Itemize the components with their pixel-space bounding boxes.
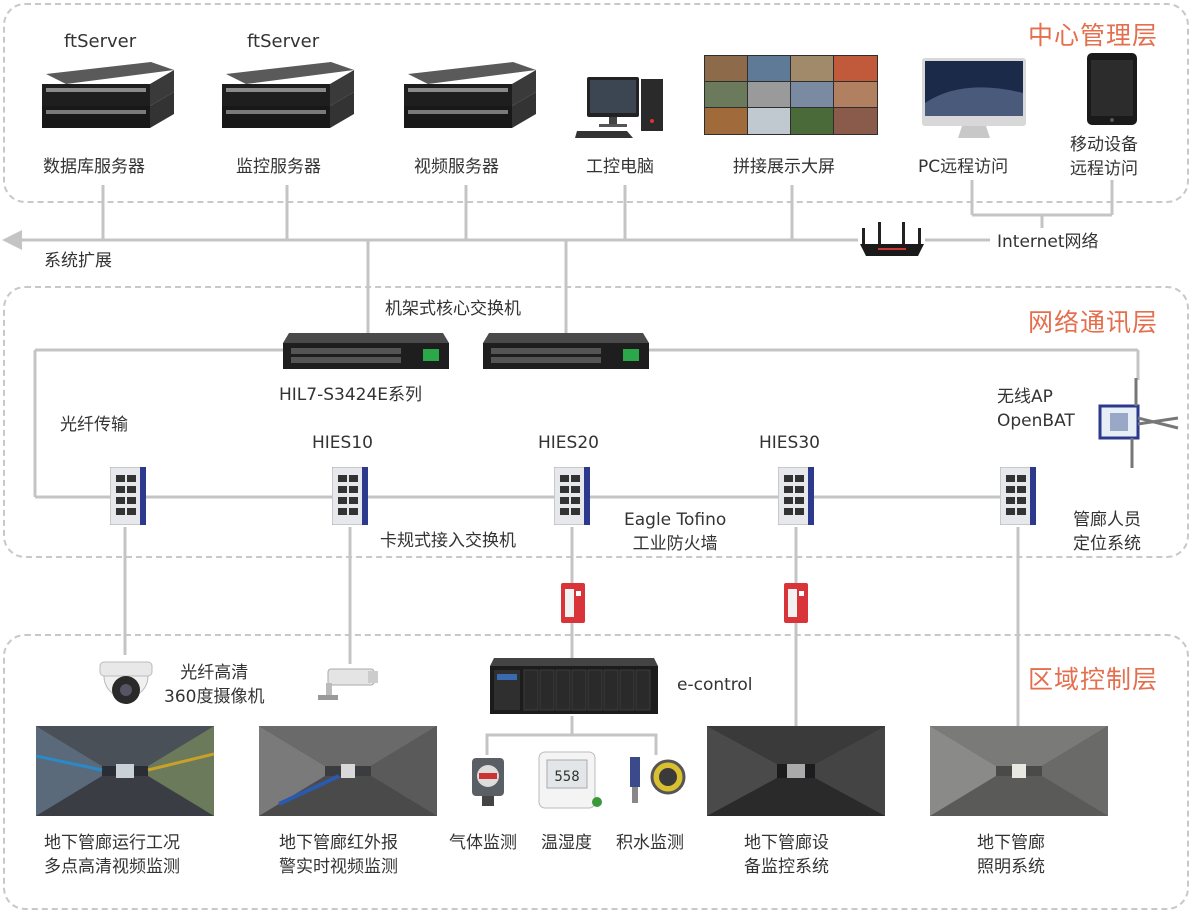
tunnel-1-label: 地下管廊运行工况 多点高清视频监测 (44, 833, 180, 877)
mobile-remote-label: 移动设备 远程访问 (1070, 135, 1138, 179)
tunnel-2-label: 地下管廊红外报 警实时视频监测 (279, 833, 398, 877)
fiber-label: 光纤传输 (60, 415, 128, 435)
network-layer-title: 网络通讯层 (1028, 308, 1159, 337)
pc-remote-label: PC远程访问 (918, 157, 1009, 177)
tunnel-photo-1 (36, 726, 214, 816)
e-control-plc-icon (490, 658, 658, 714)
switch-fiber-icon (110, 467, 146, 525)
center-layer-frame (3, 3, 1189, 203)
video-server-icon (404, 62, 536, 128)
e-control-label: e-control (677, 675, 753, 695)
video-wall-label: 拼接展示大屏 (733, 157, 835, 177)
tablet-icon (1087, 53, 1137, 125)
switch-hies10-icon (332, 467, 368, 525)
humidity-sensor-icon: 558 (538, 751, 602, 809)
database-server-icon (42, 62, 174, 128)
wireless-ap-label: 无线AP OpenBAT (997, 387, 1075, 431)
card-switch-label: 卡规式接入交换机 (380, 531, 516, 551)
firewall-1-icon (561, 583, 585, 623)
router-icon (860, 222, 924, 256)
personnel-positioning-label: 管廊人员 定位系统 (1073, 510, 1141, 554)
hies10-label: HIES10 (312, 433, 373, 453)
tunnel-3-label: 地下管廊设 备监控系统 (744, 833, 829, 877)
tunnel-photo-2 (259, 726, 437, 816)
video-server-label: 视频服务器 (414, 157, 499, 177)
humidity-label: 温湿度 (541, 833, 592, 853)
center-layer-title: 中心管理层 (1028, 21, 1159, 50)
bullet-camera-icon (318, 668, 378, 700)
hies20-label: HIES20 (538, 433, 599, 453)
switch-hies30-icon (778, 467, 814, 525)
tunnel-photo-3 (707, 726, 885, 816)
core-switch-1-icon (283, 333, 449, 369)
firewall-label: Eagle Tofino 工业防火墙 (624, 510, 727, 554)
video-wall-icon (704, 55, 878, 135)
monitor-server-icon (222, 62, 354, 128)
tunnel-4-label: 地下管廊 照明系统 (977, 833, 1045, 877)
ftserver-2-label: ftServer (247, 31, 320, 52)
dome-camera-icon (99, 661, 153, 704)
network-layer-frame (3, 286, 1189, 558)
switch-personnel-icon (1000, 467, 1036, 525)
wireless-ap-icon (1098, 378, 1179, 468)
system-extension-label: 系统扩展 (44, 251, 112, 271)
water-label: 积水监测 (616, 833, 684, 853)
core-switch-2-icon (483, 333, 649, 369)
ipc-label: 工控电脑 (586, 157, 654, 177)
region-layer-frame (3, 634, 1189, 910)
ftserver-1-label: ftServer (64, 31, 137, 52)
core-switch-label: 机架式核心交换机 (385, 299, 521, 319)
internet-label: Internet网络 (997, 232, 1099, 252)
region-layer-title: 区域控制层 (1028, 665, 1159, 694)
pc-monitor-icon (922, 58, 1026, 138)
switch-hies20-icon (554, 467, 590, 525)
monitor-server-label: 监控服务器 (236, 157, 321, 177)
core-series-label: HIL7-S3424E系列 (279, 385, 423, 405)
db-server-label: 数据库服务器 (43, 157, 145, 177)
firewall-2-icon (784, 583, 808, 623)
tunnel-photo-4 (930, 726, 1108, 816)
gas-label: 气体监测 (449, 833, 517, 853)
camera360-label: 光纤高清 360度摄像机 (164, 663, 265, 707)
svg-text:558: 558 (554, 769, 579, 785)
industrial-pc-icon (575, 77, 663, 138)
gas-sensor-icon (472, 758, 504, 806)
hies30-label: HIES30 (759, 433, 820, 453)
water-sensor-icon (630, 757, 686, 803)
